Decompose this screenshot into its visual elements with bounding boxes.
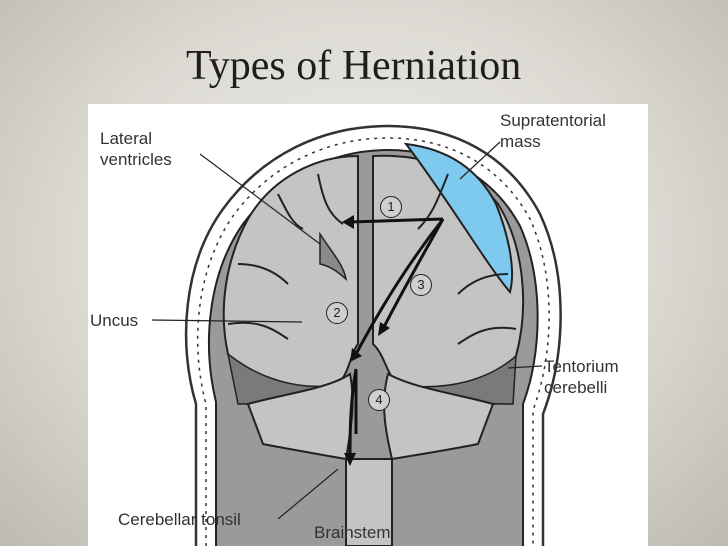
label-tentorium-line1: Tentorium [544,357,619,376]
leader-lines [151,141,543,520]
label-lateral-ventricles-line2: ventricles [100,150,172,169]
herniation-arrows [348,217,445,460]
herniation-diagram: Lateral ventricles Supratentorial mass U… [88,104,648,546]
arrowheads [342,215,390,466]
label-supratentorial-line2: mass [500,132,541,151]
label-uncus: Uncus [90,311,139,330]
label-brainstem: Brainstem [314,523,391,542]
slide-title: Types of Herniation [186,43,522,89]
brainstem [345,458,393,546]
gyri [227,173,517,345]
supratentorial-mass [403,142,513,295]
marker-4: 4 [368,389,390,411]
lateral-ventricle [319,231,348,282]
label-lateral-ventricles-line1: Lateral [100,129,152,148]
marker-3: 3 [410,274,432,296]
marker-2: 2 [326,302,348,324]
label-supratentorial-line1: Supratentorial [500,111,606,130]
label-tentorium-line2: cerebelli [544,378,608,397]
brain-cross-section [151,124,562,546]
cerebellum-right [383,372,495,461]
marker-1: 1 [380,196,402,218]
label-cerebellar-tonsil: Cerebellar tonsil [118,510,241,529]
